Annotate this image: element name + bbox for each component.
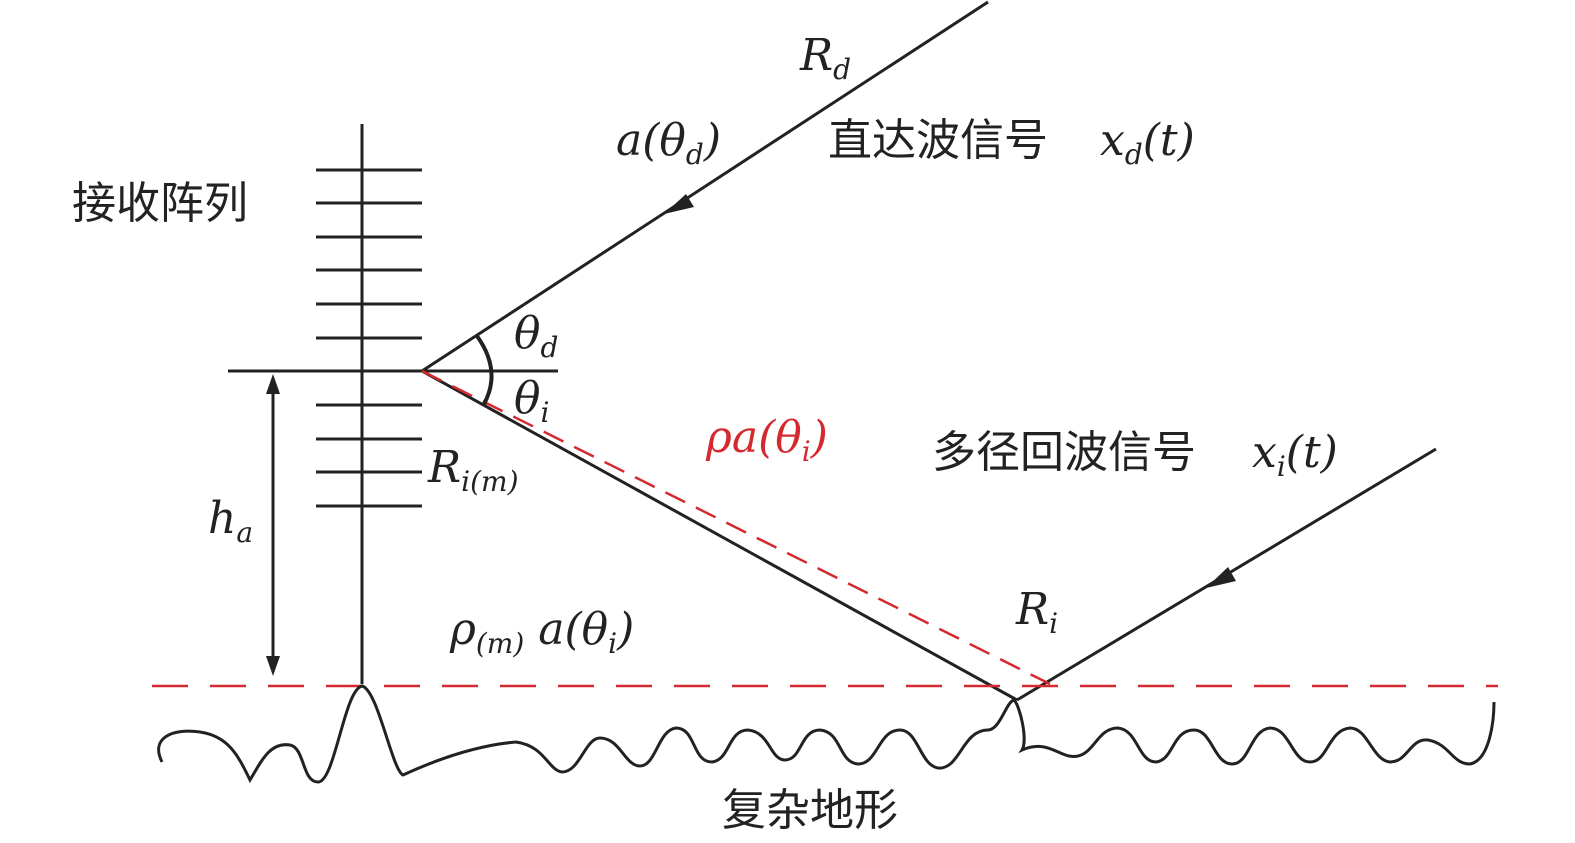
label-Ri: Ri bbox=[1015, 584, 1058, 640]
angle-arc bbox=[475, 334, 494, 405]
label-terrain: 复杂地形 bbox=[722, 785, 898, 836]
label-receive-array: 接收阵列 bbox=[72, 178, 248, 229]
label-rho-a: ρa(θi) bbox=[705, 412, 828, 468]
multipath-arrow bbox=[1206, 567, 1236, 588]
label-a-theta-d: a(θd) bbox=[616, 115, 721, 171]
label-rho-m: ρ(m) a(θi) bbox=[449, 604, 634, 660]
label-xd: xd(t) bbox=[1100, 115, 1195, 171]
label-Rd: Rd bbox=[799, 30, 851, 86]
reflected-path bbox=[421, 369, 1018, 702]
direct-arrow bbox=[664, 194, 694, 214]
label-direct-signal: 直达波信号 bbox=[828, 115, 1048, 166]
direct-path bbox=[421, 0, 989, 373]
terrain-profile bbox=[157, 684, 1496, 784]
label-Ri-m: Ri(m) bbox=[427, 442, 519, 498]
array-elements bbox=[316, 168, 422, 508]
label-xi: xi(t) bbox=[1252, 427, 1338, 483]
label-theta-i: θi bbox=[514, 373, 549, 429]
label-theta-d: θd bbox=[514, 308, 558, 364]
label-multipath-signal: 多径回波信号 bbox=[932, 427, 1196, 478]
equivalent-path-dashed bbox=[421, 369, 1051, 686]
label-ha: ha bbox=[208, 493, 253, 549]
